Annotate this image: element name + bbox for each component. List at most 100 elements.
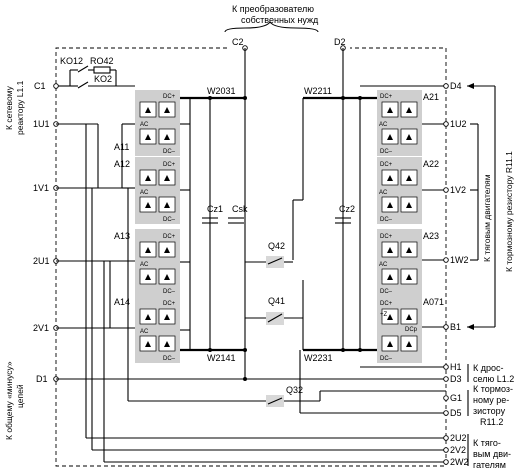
terminal-1w2 [443,257,449,263]
terminal-2u2 [443,435,449,441]
caption-brake-3: зистору [473,406,506,416]
left-caption-reactor-2: реактору L1.1 [15,80,25,135]
a12-dcm: DC– [163,217,176,223]
switch-label-q32: Q32 [286,385,303,395]
terminal-c1 [53,83,59,89]
left-caption-reactor-1: К сетевому [4,85,14,130]
terminal-label-d3: D3 [450,374,462,384]
cap-label-csk: Csk [232,204,248,214]
terminal-b1 [443,324,449,330]
terminal-label-1v2: 1V2 [450,185,466,195]
module-a071: DC+ +Z DCp DC– [377,296,422,363]
terminal-label-g1: G1 [450,393,462,403]
terminal-label-b1: B1 [450,322,461,332]
left-phase-wires [56,123,446,463]
a12-ac: AC [140,190,149,196]
caption-brake-1: К тормоз- [473,384,513,394]
terminal-label-1w2: 1W2 [450,255,469,265]
terminal-1u2 [443,121,449,127]
terminal-label-2v1: 2V1 [33,323,49,333]
module-label-a13: A13 [114,231,130,241]
ko12-contact [77,65,89,73]
terminal-label-c2: C2 [232,37,244,47]
module-a13: DC+ AC DC– [135,229,180,296]
bus-label-w2031: W2031 [207,86,236,96]
right-terminals: D4 1U2 1V2 1W2 B1 H1 D3 G1 D5 2U2 2V2 2W… [299,81,469,467]
switch-label-q41: Q41 [268,296,285,306]
module-label-a14: A14 [114,297,130,307]
terminal-label-1u2: 1U2 [450,119,467,129]
a22-ac: AC [379,190,388,196]
terminal-2v2 [443,447,449,453]
top-caption-line2: собственных нужд [241,15,319,25]
switch-label-q42: Q42 [268,241,285,251]
arrow-b1 [467,324,474,330]
cap-label-cz2: Cz2 [339,204,355,214]
module-a23: DC+ AC DC– [377,229,422,296]
module-a22: DC+ AC DC– [377,157,422,224]
a11-dcp: DC+ [163,94,176,100]
switch-q32-contact [267,397,283,405]
terminal-label-2w2: 2W2 [450,457,469,467]
module-a11: DC+ AC DC– [135,90,180,156]
a13-ac: AC [140,262,149,268]
a14-ac: AC [140,329,149,335]
a21-ac: AC [379,122,388,128]
a14-dcm: DC– [163,356,176,362]
left-terminals: C1 1U1 1V1 2U1 2V1 D1 [33,81,59,384]
input-breakers: KO12 RO42 KO2 [58,56,135,89]
caption-motors-3: гателям [473,460,506,470]
terminal-1v2 [443,187,449,193]
module-a21: DC+ AC DC– [377,90,422,156]
a22-dcm: DC– [380,217,393,223]
caption-motors-1: К тяго- [473,438,501,448]
a13-dcm: DC– [163,289,176,295]
bus-label-w2141: W2141 [207,353,236,363]
right-caption-motors: К тяговым двигателям [482,174,492,262]
right-arrows [467,83,496,330]
terminal-label-1u1: 1U1 [33,119,50,129]
dc-bus-lines: W2031 W2211 W2141 W2231 [180,48,377,363]
ko2-contact [77,81,89,89]
terminal-d4 [443,83,449,89]
arrow-d4 [467,83,474,89]
caption-drossel-2: селю L1.2 [473,374,514,384]
terminal-label-d1: D1 [36,374,48,384]
module-a12: DC+ AC DC– [135,157,180,224]
module-label-a071: A071 [423,297,444,307]
a12-dcp: DC+ [163,162,176,168]
module-a14: DC+ AC DC– [135,296,180,363]
breaker-label-ro42: RO42 [90,56,114,66]
a14-dcp: DC+ [163,301,176,307]
enclosure-dashed [55,47,447,467]
terminal-label-2u1: 2U1 [33,256,50,266]
a23-dcm: DC– [380,289,393,295]
switch-q42-contact [267,257,283,265]
ro42-resistor [93,66,111,74]
caption-brake-2: ному ре- [473,395,509,405]
a23-dcp: DC+ [380,234,393,240]
top-caption: К преобразователю собственных нужд C2 D2 [224,4,346,51]
a11-ac: AC [140,122,149,128]
top-caption-line1: К преобразователю [232,4,314,14]
caption-motors-2: вым дви- [473,449,511,459]
module-label-a23: A23 [423,231,439,241]
module-label-a22: A22 [423,159,439,169]
top-brace [224,21,319,33]
bus-label-w2231: W2231 [304,353,333,363]
terminal-label-d4: D4 [450,81,462,91]
terminal-label-d5: D5 [450,408,462,418]
a071-dcm: DC– [380,356,393,362]
switches: Q42 Q41 Q32 [245,241,446,407]
terminal-label-2u2: 2U2 [450,433,467,443]
a071-dcp: DC+ [380,301,393,307]
breaker-label-ko12: KO12 [60,56,83,66]
a071-dcp-alt: DCp [405,327,418,333]
terminal-2w2 [443,459,449,465]
left-caption-minus-2: цепей [15,384,25,408]
terminal-label-h1: H1 [450,362,462,372]
breaker-label-ko2: KO2 [94,74,112,84]
a071-plusz: +Z [380,312,388,318]
terminal-d5 [443,410,449,416]
